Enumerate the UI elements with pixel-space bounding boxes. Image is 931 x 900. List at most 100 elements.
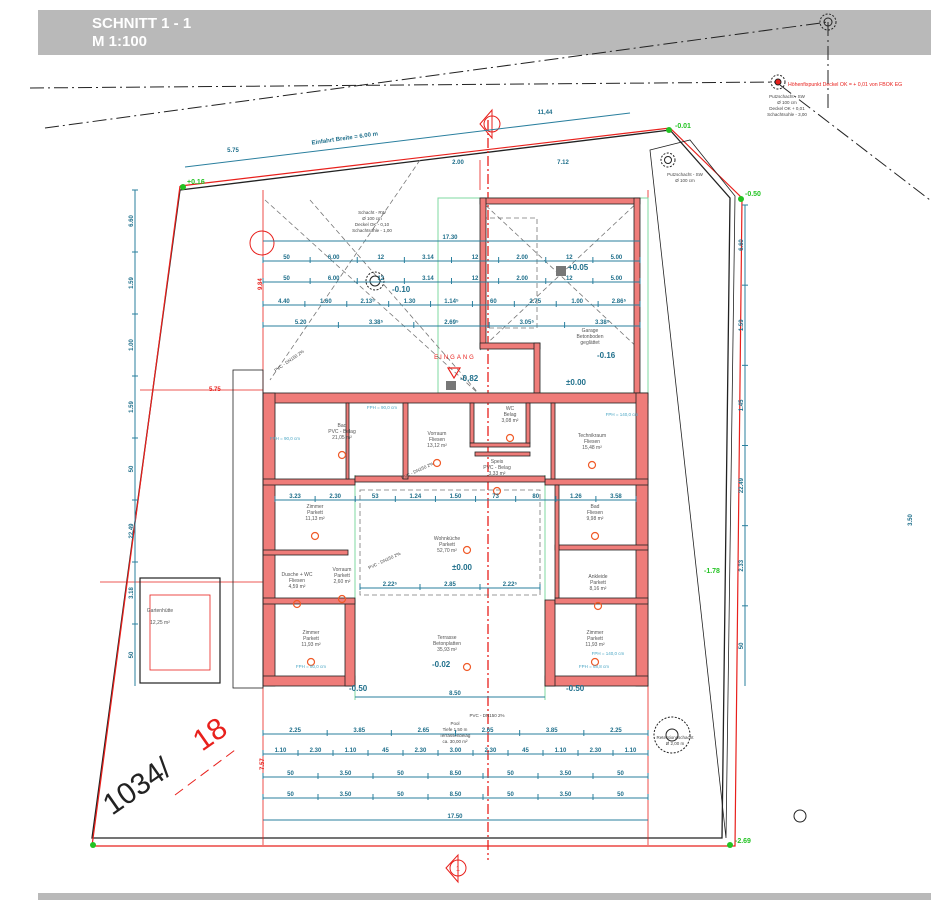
svg-text:-0.02: -0.02 [432, 660, 451, 669]
dimension-label: 1.26 [570, 494, 582, 500]
dimension-label: 53 [372, 494, 379, 500]
light-fixture-icon [337, 594, 347, 604]
light-fixture-icon [462, 662, 472, 672]
room-area: 4,59 m² [289, 584, 306, 590]
svg-text:+0.05: +0.05 [568, 263, 589, 272]
room-area: 2,60 m² [334, 579, 351, 585]
room-area: 52,70 m² [437, 548, 457, 554]
dimension-label: 2.30 [590, 748, 602, 754]
dimension-label: 3.38⁵ [595, 320, 610, 326]
dimension-label: 2.65 [482, 728, 494, 734]
room-area: 21,05 m² [332, 435, 352, 441]
room-name: Zimmer [307, 504, 324, 510]
light-fixture-icon [462, 545, 472, 555]
red-dimension-label: 7.57 [260, 758, 266, 770]
dimension-label: 45 [382, 748, 389, 754]
dimension-label: 50 [507, 771, 514, 777]
dimension-label: 1.00 [129, 339, 135, 351]
room-area: 35,93 m² [437, 647, 457, 653]
svg-text:-1.78: -1.78 [704, 568, 720, 575]
room-area: 11,93 m² [585, 642, 605, 648]
dimension-label: 2.30 [329, 494, 341, 500]
svg-text:Deckel OK - 0,10: Deckel OK - 0,10 [355, 222, 390, 227]
room-floor: Parkett [439, 542, 455, 548]
dimension-label: 3.14 [422, 276, 434, 282]
svg-text:-0.10: -0.10 [392, 285, 411, 294]
svg-text:±0.00: ±0.00 [566, 378, 587, 387]
dimension-label: 3.50 [340, 792, 352, 798]
dimension-label: 2.22⁵ [383, 582, 398, 588]
svg-text:-2.69: -2.69 [735, 838, 751, 845]
dimension-label: 2.00 [516, 255, 528, 261]
fph-label: FPH = 90,0 cm [270, 436, 300, 441]
dimension-label: 6.00 [328, 255, 340, 261]
light-fixture-icon [432, 458, 442, 468]
dimension-label: 12 [377, 276, 384, 282]
entrance-label: EINGANG [434, 355, 476, 361]
garden-shed [139, 577, 221, 684]
dimension-label: 2.30 [310, 748, 322, 754]
room-floor: PVC - Belag [328, 429, 356, 435]
svg-text:±0.00: ±0.00 [452, 563, 473, 572]
room-name: Terrasse [437, 635, 456, 641]
svg-text:Tiefe 1,50 m: Tiefe 1,50 m [443, 727, 468, 732]
neighbor-boundary [649, 139, 736, 839]
section-marker-top [479, 108, 501, 140]
room-name: Dusche + WC [282, 572, 313, 578]
dimension-label: 2.65 [418, 728, 430, 734]
property-boundary [91, 129, 731, 839]
dimension-label: 1.50 [450, 494, 462, 500]
red-dimension-label: 9.84 [258, 278, 264, 290]
house-walls [262, 392, 649, 687]
dimension-label: 4.40 [278, 299, 290, 305]
dimension-label: 2.85 [444, 582, 456, 588]
svg-text:-0.50: -0.50 [745, 191, 761, 198]
room-name: Technikraum [578, 433, 606, 439]
scale-label: M 1:100 [92, 33, 148, 50]
svg-text:PVC - DN150 2%: PVC - DN150 2% [367, 551, 401, 570]
dimension-label: 3.38⁵ [369, 320, 384, 326]
room-area: 15,48 m² [582, 445, 602, 451]
dimension-label: 1.14⁵ [444, 299, 459, 305]
light-fixture-icon [593, 601, 603, 611]
room-name: WC [506, 406, 515, 412]
manhole-icons [365, 13, 837, 823]
garage-walls [479, 197, 641, 394]
dimension-label: 2.25 [610, 728, 622, 734]
dimension-label: 3.05⁵ [520, 320, 535, 326]
dimension-label: 12 [566, 255, 573, 261]
svg-text:Putzschacht - SW: Putzschacht - SW [667, 172, 704, 177]
room-name: Zimmer [303, 630, 320, 636]
dimension-label: 3.50 [560, 771, 572, 777]
dimension-label: 3.14 [422, 255, 434, 261]
room-area: 3,08 m² [502, 418, 519, 424]
fph-label: FPH = 80,0 cm [296, 664, 326, 669]
dimension-label: 3.58 [610, 494, 622, 500]
svg-text:+0.16: +0.16 [187, 179, 205, 186]
entrance-marker-icon [446, 367, 462, 380]
room-area: 12,25 m² [150, 620, 170, 626]
dimension-label: 17.50 [447, 814, 463, 820]
dimension-label: 73 [492, 494, 499, 500]
room-area: 13,12 m² [427, 443, 447, 449]
dimension-label: 6.00 [328, 276, 340, 282]
dimension-label: 1.10 [275, 748, 287, 754]
fph-label: FPH = 90,0 cm [367, 405, 397, 410]
dimension-label: 1.60 [320, 299, 332, 305]
drain-icon [556, 266, 566, 276]
dimension-label: 6.60 [129, 215, 135, 227]
svg-text:Ø 100 cm: Ø 100 cm [362, 216, 382, 221]
dimension-label: 5.75 [227, 148, 239, 154]
garden-shed-inner [149, 594, 211, 671]
dimension-label: 5.20 [295, 320, 307, 326]
room-floor: Betonboden [577, 334, 604, 340]
dimension-label: 2.75 [529, 299, 541, 305]
dimension-label: 2.30 [485, 748, 497, 754]
dimension-label: 1.30 [404, 299, 416, 305]
dimension-label: 50 [617, 792, 624, 798]
dimension-label: 1.59 [739, 319, 745, 331]
dimension-label: 3.00 [450, 748, 462, 754]
dimension-label: 3.85 [353, 728, 365, 734]
dimension-label: 22.49 [739, 477, 745, 493]
svg-text:-0.82: -0.82 [460, 374, 479, 383]
